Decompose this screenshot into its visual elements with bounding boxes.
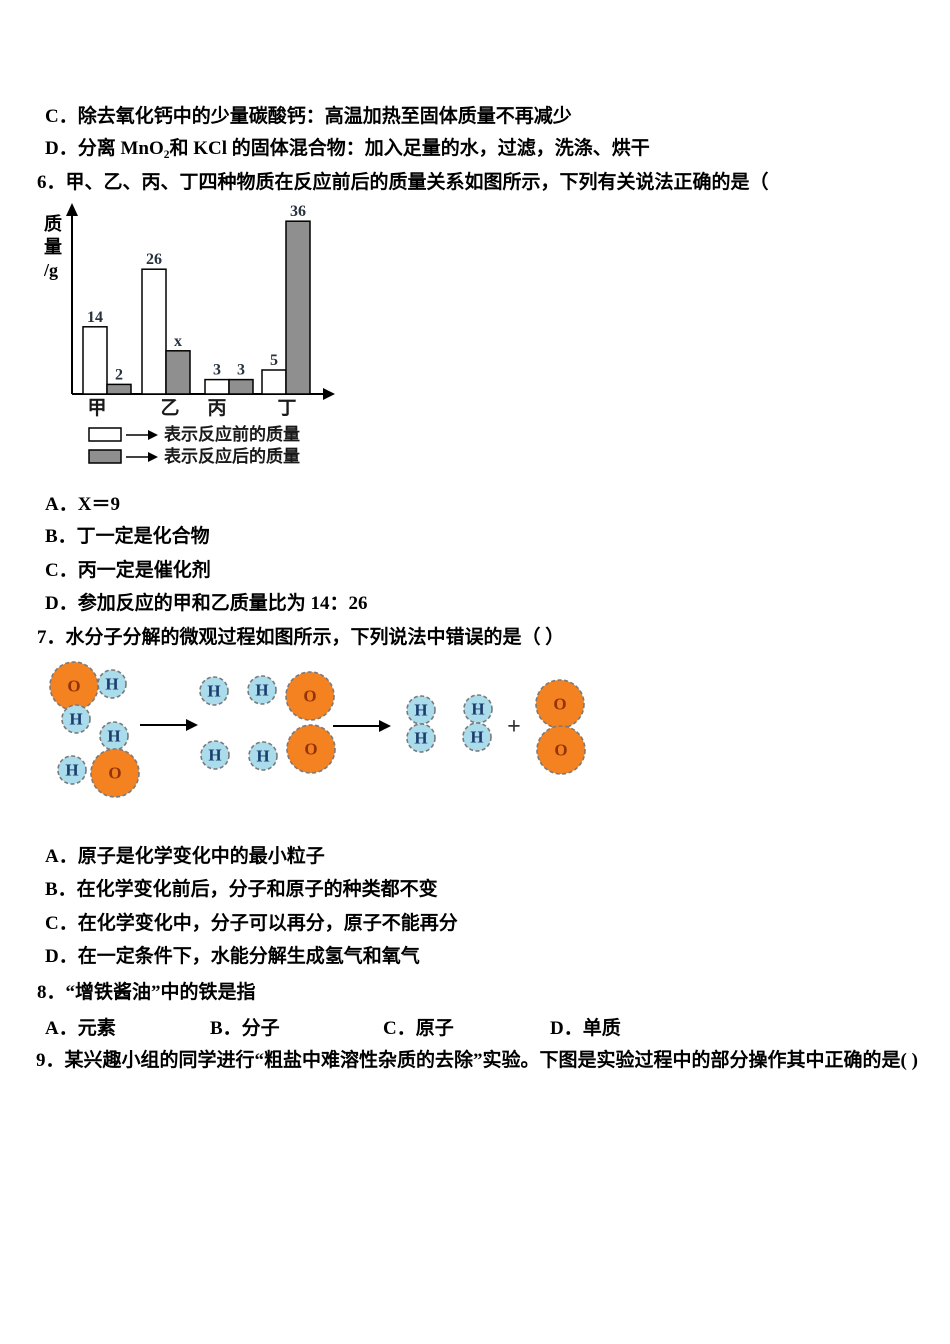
hydrogen-atom	[57, 755, 87, 785]
atom-symbol: H	[208, 746, 221, 765]
atom-symbol: H	[107, 727, 120, 746]
atom-symbol: H	[255, 681, 268, 700]
bar-丙-after	[228, 378, 254, 395]
atom-symbol: H	[69, 710, 82, 729]
hydrogen-atom	[200, 740, 230, 770]
oxygen-atom	[535, 679, 585, 729]
option-5c-text: C．除去氧化钙中的少量碳酸钙：高温加热至固体质量不再减少	[45, 106, 572, 127]
option-8b-text: B．分子	[210, 1018, 280, 1039]
legend-label: 表示反应前的质量	[164, 424, 300, 444]
oxygen-atom	[90, 748, 140, 798]
legend-arrow-head	[148, 430, 158, 440]
atom-symbol: H	[105, 675, 118, 694]
option-8a-text: A．元素	[45, 1018, 116, 1039]
hydrogen-atom	[61, 704, 91, 734]
option-5d-text: D．分离 MnO₂和 KCl 的固体混合物：加入足量的水，过滤，洗涤、烘干	[45, 138, 650, 159]
question-9-text: 9．某兴趣小组的同学进行“粗盐中难溶性杂质的去除”实验。下图是实验过程中的部分操…	[36, 1050, 918, 1071]
option-6b-text: B．丁一定是化合物	[45, 526, 210, 547]
hydrogen-atom	[199, 676, 229, 706]
atom-symbol: H	[471, 700, 484, 719]
atom-symbol: H	[414, 729, 427, 748]
category-label: 丙	[207, 398, 226, 419]
bar-value-label: 3	[237, 362, 245, 379]
reaction-arrow-head	[186, 719, 198, 731]
y-axis-label: 量	[44, 236, 62, 257]
bar-丙-before	[204, 378, 230, 395]
y-axis-label: 质	[44, 214, 62, 234]
bar-甲-before	[82, 326, 108, 395]
bar-value-label: 5	[270, 352, 278, 369]
bar-value-label: x	[174, 333, 182, 350]
y-axis-arrow	[66, 203, 78, 216]
oxygen-atom	[286, 724, 336, 774]
question-7-text: 7．水分子分解的微观过程如图所示，下列说法中错误的是（ ）	[37, 627, 565, 648]
x-axis-arrow	[323, 388, 335, 400]
question-6-text: 6．甲、乙、丙、丁四种物质在反应前后的质量关系如图所示，下列有关说法正确的是（	[37, 172, 769, 193]
option-8d-text: D．单质	[550, 1018, 621, 1039]
bar-甲-after	[106, 383, 132, 395]
legend-label: 表示反应后的质量	[164, 446, 300, 466]
hydrogen-atom	[247, 675, 277, 705]
bar-丁-after	[285, 220, 311, 395]
legend-arrow-head	[148, 452, 158, 462]
category-label: 甲	[87, 398, 106, 419]
bar-丁-before	[261, 369, 287, 395]
y-axis-label: /g	[43, 260, 58, 280]
bar-value-label: 14	[87, 309, 103, 326]
atom-symbol: O	[304, 740, 317, 759]
category-label: 丁	[277, 398, 296, 419]
atom-symbol: O	[554, 741, 567, 760]
plus-sign: +	[507, 714, 521, 740]
option-7c-text: C．在化学变化中，分子可以再分，原子不能再分	[45, 913, 458, 934]
bar-value-label: 2	[115, 366, 123, 383]
option-7b-text: B．在化学变化前后，分子和原子的种类都不变	[45, 879, 438, 900]
oxygen-atom	[536, 725, 586, 775]
atom-symbol: H	[414, 701, 427, 720]
question-8-text: 8．“增铁酱油”中的铁是指	[37, 982, 256, 1003]
bar-value-label: 3	[213, 362, 221, 379]
atom-symbol: O	[303, 687, 316, 706]
legend-swatch-after	[88, 449, 122, 464]
legend-swatch-before	[88, 427, 122, 442]
option-7d-text: D．在一定条件下，水能分解生成氢气和氧气	[45, 946, 420, 967]
reaction-arrow-head	[379, 720, 391, 732]
option-6a-text: A．X＝9	[45, 494, 120, 515]
option-6d-text: D．参加反应的甲和乙质量比为 14：26	[45, 593, 368, 614]
atom-symbol: H	[256, 747, 269, 766]
bar-乙-after	[165, 350, 191, 395]
atom-symbol: H	[470, 728, 483, 747]
option-7a-text: A．原子是化学变化中的最小粒子	[45, 846, 325, 867]
bar-value-label: 36	[290, 203, 306, 220]
option-8c-text: C．原子	[383, 1018, 454, 1039]
bar-乙-before	[141, 268, 167, 395]
atom-symbol: O	[553, 695, 566, 714]
atom-symbol: H	[65, 761, 78, 780]
option-6c-text: C．丙一定是催化剂	[45, 560, 211, 581]
hydrogen-atom	[462, 722, 492, 752]
hydrogen-atom	[248, 741, 278, 771]
hydrogen-atom	[97, 669, 127, 699]
atom-symbol: H	[207, 682, 220, 701]
atom-symbol: O	[108, 764, 121, 783]
oxygen-atom	[285, 671, 335, 721]
category-label: 乙	[160, 398, 179, 419]
atom-symbol: O	[67, 677, 80, 696]
hydrogen-atom	[406, 723, 436, 753]
bar-value-label: 26	[146, 251, 162, 268]
